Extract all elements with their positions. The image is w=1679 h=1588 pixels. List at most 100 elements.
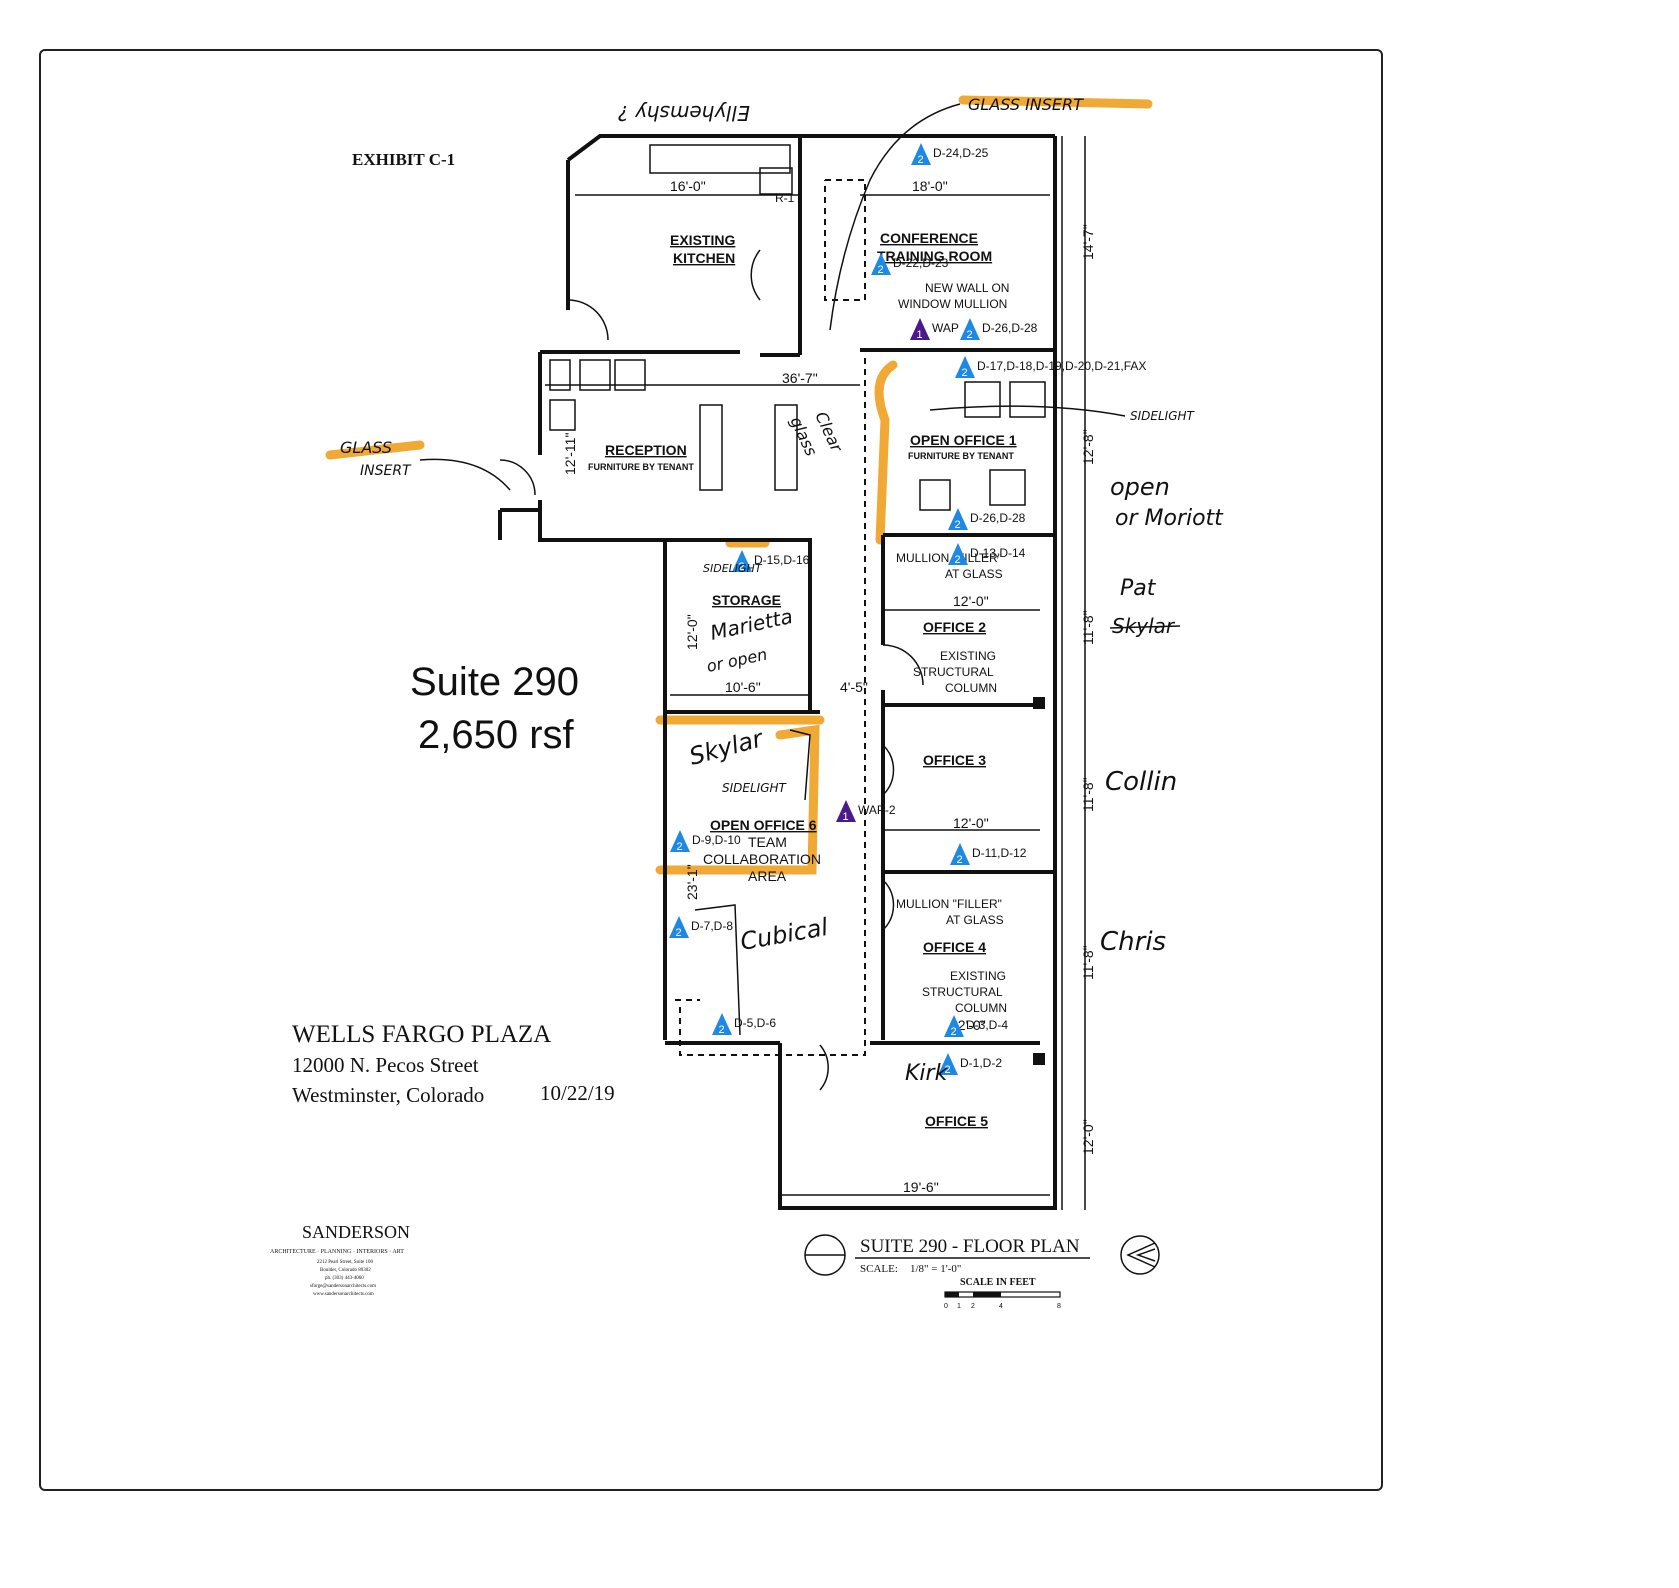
drop-triangle-icon [950, 843, 970, 865]
drop-label: D-22,D-23 [893, 256, 949, 270]
room-reception-note: FURNITURE BY TENANT [588, 462, 694, 472]
drop-label: D-7,D-8 [691, 919, 733, 933]
svg-text:12'-8": 12'-8" [1080, 429, 1096, 465]
drop-number: 2 [955, 554, 961, 566]
svg-text:12'-0": 12'-0" [953, 593, 989, 609]
dimension-lines [545, 136, 1086, 1210]
walls [498, 134, 1063, 1210]
svg-text:36'-7": 36'-7" [782, 370, 818, 386]
drop-triangle-icon [670, 830, 690, 852]
drop-marker: 2 D-26,D-28 [948, 508, 1026, 531]
svg-text:EXISTING: EXISTING [940, 649, 996, 663]
svg-text:4: 4 [999, 1303, 1003, 1310]
hand-open: open [1110, 473, 1170, 501]
room-kitchen-2: KITCHEN [673, 250, 735, 266]
hand-glass-insert-left-2: INSERT [360, 463, 412, 479]
plan-title: SUITE 290 - FLOOR PLAN [860, 1236, 1080, 1257]
drop-label: D-26,D-28 [970, 511, 1026, 525]
room-office-3: OFFICE 3 [923, 752, 986, 768]
hand-sidelight-right: SIDELIGHT [1130, 409, 1196, 423]
svg-text:10'-6": 10'-6" [725, 679, 761, 695]
firm-phone: ph. (303) 443-4060 [325, 1276, 364, 1281]
hand-or-open: or open [705, 645, 769, 676]
drop-triangle-icon [944, 1015, 964, 1037]
svg-text:4'-5": 4'-5" [840, 679, 868, 695]
svg-text:23'-1": 23'-1" [684, 864, 700, 900]
dashed-routing [675, 179, 866, 1056]
drop-marker: 2 D-1,D-2 [938, 1053, 1002, 1076]
drop-label: D-26,D-28 [982, 321, 1038, 335]
drop-number: 2 [676, 927, 682, 939]
hand-kirk: Kirk [905, 1061, 949, 1086]
hand-sidelight-oo6: SIDELIGHT [722, 781, 788, 795]
drop-triangle-icon [732, 550, 752, 572]
room-office-5: OFFICE 5 [925, 1113, 988, 1129]
svg-text:12'-0": 12'-0" [684, 614, 700, 650]
hand-top: Ellyhemshy ? [618, 101, 750, 125]
drop-label: D-1,D-2 [960, 1056, 1002, 1070]
building-city: Westminster, Colorado [292, 1083, 484, 1107]
firm-name: SANDERSON [302, 1222, 410, 1242]
hand-cubical: Cubical [738, 913, 830, 956]
scale-label: SCALE: [860, 1263, 898, 1275]
drop-triangle-icon [911, 143, 931, 165]
hand-glass-insert-top: GLASS INSERT [968, 95, 1084, 114]
exhibit-label: EXHIBIT C-1 [352, 150, 455, 169]
drop-triangle-icon [948, 543, 968, 565]
svg-text:19'-6": 19'-6" [903, 1179, 939, 1195]
room-open-office-6-2: TEAM [748, 834, 787, 850]
svg-text:COLUMN: COLUMN [955, 1001, 1007, 1015]
svg-text:16'-0": 16'-0" [670, 178, 706, 194]
svg-text:STRUCTURAL: STRUCTURAL [913, 665, 994, 679]
drop-number: 2 [951, 1026, 957, 1038]
svg-text:8: 8 [1057, 1303, 1061, 1310]
drop-marker: 2 D-13,D-14 [948, 543, 1026, 566]
drop-triangle-icon [960, 318, 980, 340]
drop-label: D-3,D-4 [966, 1018, 1008, 1032]
drop-number: 2 [962, 367, 968, 379]
drop-number: 2 [878, 264, 884, 276]
drop-label: D-11,D-12 [972, 846, 1027, 860]
room-office-2: OFFICE 2 [923, 619, 986, 635]
room-open-office-6-1: OPEN OFFICE 6 [710, 817, 817, 833]
hand-pat: Pat [1120, 576, 1157, 601]
drop-number: 2 [677, 841, 683, 853]
furniture [549, 144, 1046, 1036]
hand-sidelight-storage: SIDELIGHT [703, 562, 763, 575]
svg-text:NEW WALL ON: NEW WALL ON [925, 281, 1009, 295]
drop-label: D-9,D-10 [692, 833, 741, 847]
drop-label: D-24,D-25 [933, 146, 989, 160]
plan-notes: NEW WALL ON WINDOW MULLION MULLION "FILL… [775, 191, 1009, 1015]
scale-value: 1/8" = 1'-0" [910, 1263, 961, 1275]
scale-bar: 0 1 2 4 8 [944, 1291, 1061, 1310]
hand-chris: Chris [1100, 927, 1166, 957]
svg-text:MULLION "FILLER": MULLION "FILLER" [896, 551, 1002, 565]
hand-marietta: Marietta [708, 604, 795, 645]
drop-triangle-icon [948, 508, 968, 530]
firm-tagline: ARCHITECTURE · PLANNING · INTERIORS · AR… [270, 1249, 404, 1255]
svg-text:MULLION "FILLER": MULLION "FILLER" [896, 897, 1002, 911]
svg-text:2: 2 [971, 1303, 975, 1310]
room-open-office-6-3: COLLABORATION [703, 851, 821, 867]
firm-email: sforge@sandersonarchitects.com [310, 1284, 376, 1289]
firm-web: www.sandersonarchitects.com [313, 1292, 374, 1297]
drop-label: D-13,D-14 [970, 546, 1026, 560]
handwritten-notes: Ellyhemshy ? GLASS INSERT GLASS INSERT S… [340, 95, 1224, 1086]
drop-marker: 2 D-3,D-4 [944, 1015, 1008, 1038]
room-conference-2: TRAINING ROOM [877, 248, 992, 264]
hand-glass-insert-left-1: GLASS [340, 438, 392, 457]
drop-number: 2 [955, 519, 961, 531]
drop-number: 2 [945, 1064, 951, 1076]
drop-number: 2 [739, 561, 745, 573]
drop-triangle-icon [871, 253, 891, 275]
drop-triangle-icon [938, 1053, 958, 1075]
